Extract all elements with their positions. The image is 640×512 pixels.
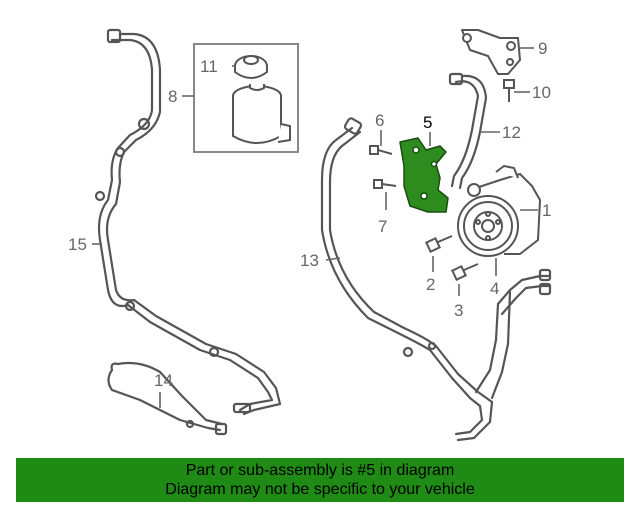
part-9-bracket[interactable]: [461, 29, 521, 75]
callout-13: 13: [300, 251, 319, 270]
callout-5: 5: [423, 113, 432, 132]
part-14-hose[interactable]: [107, 361, 228, 436]
part-11-cap: [234, 55, 268, 79]
part-3-bolt[interactable]: [451, 263, 479, 281]
disclaimer-line-2: Diagram may not be specific to your vehi…: [165, 481, 475, 498]
callout-14: 14: [154, 371, 173, 390]
part-2-bolt[interactable]: [425, 235, 453, 253]
callout-8: 8: [168, 87, 177, 106]
part-8-reservoir-assembly[interactable]: [193, 43, 299, 153]
callout-11: 11: [200, 57, 218, 76]
callout-15: 15: [68, 235, 87, 254]
parts-diagram: 1 2 3 4 5 6 7 8 9 10 11 12 13 14 15: [68, 28, 552, 442]
callout-2: 2: [426, 275, 435, 294]
callout-4: 4: [490, 279, 499, 298]
part-6-bolt[interactable]: [369, 145, 393, 155]
disclaimer-banner: Part or sub-assembly is #5 in diagram Di…: [16, 458, 624, 502]
part-10-bolt[interactable]: [503, 79, 515, 102]
callout-7: 7: [378, 217, 387, 236]
callout-6: 6: [375, 111, 384, 130]
part-13-line[interactable]: [320, 117, 552, 442]
part-15-hose[interactable]: [94, 28, 282, 416]
reservoir-body: [232, 84, 291, 144]
callout-1: 1: [542, 201, 551, 220]
part-12-hose[interactable]: [448, 72, 488, 190]
disclaimer-line-1: Part or sub-assembly is #5 in diagram: [185, 462, 455, 479]
part-7-bolt[interactable]: [373, 179, 397, 189]
callout-12: 12: [502, 123, 521, 142]
callout-10: 10: [532, 83, 551, 102]
leader-lines: [92, 47, 538, 408]
part-5-bracket-highlight[interactable]: [399, 137, 449, 213]
callout-9: 9: [538, 39, 547, 58]
part-1-pump[interactable]: [457, 165, 541, 257]
callout-3: 3: [454, 301, 463, 320]
